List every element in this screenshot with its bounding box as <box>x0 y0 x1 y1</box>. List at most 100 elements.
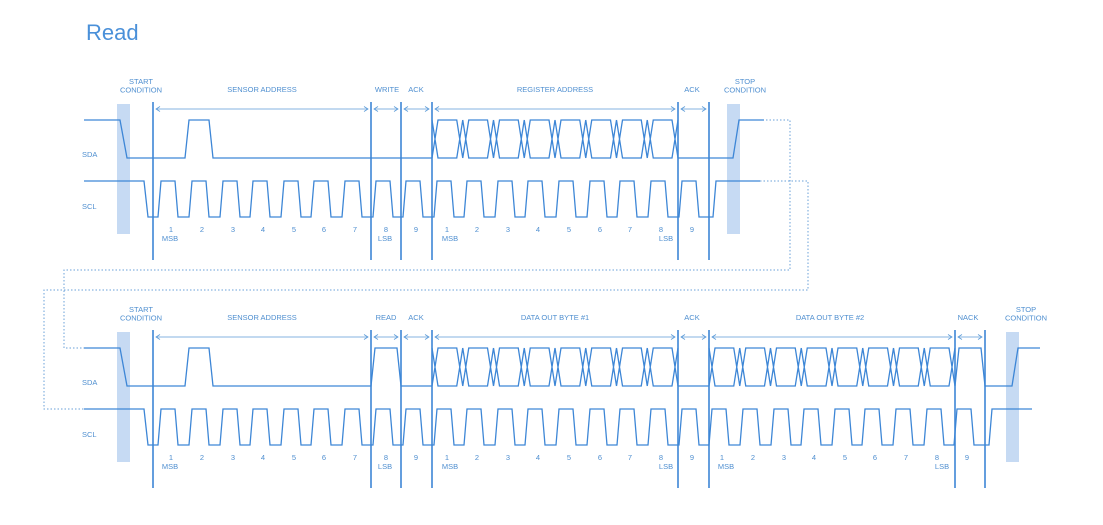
lsb-label: LSB <box>378 462 392 471</box>
arrow-head-right <box>363 334 369 340</box>
bit-number: 9 <box>690 453 694 462</box>
span-arrow <box>155 334 369 340</box>
scl-waveform <box>84 180 760 218</box>
arrow-head-right <box>424 106 430 112</box>
bit-number: 6 <box>873 453 877 462</box>
arrow-head-left <box>155 106 161 112</box>
section-label: ACK <box>408 313 423 322</box>
bit-number: 1 <box>720 453 724 462</box>
bit-number: 7 <box>904 453 908 462</box>
bit-number: 4 <box>812 453 816 462</box>
arrow-head-left <box>403 334 409 340</box>
arrow-head-right <box>363 106 369 112</box>
bit-number: 3 <box>506 453 510 462</box>
bit-number: 9 <box>690 225 694 234</box>
bit-number: 2 <box>200 225 204 234</box>
sda-waveform <box>84 119 764 159</box>
span-arrow <box>434 334 676 340</box>
bit-number: 4 <box>261 225 265 234</box>
scl-continuation-connector <box>43 180 809 410</box>
arrow-head-right <box>701 106 707 112</box>
bit-number: 2 <box>751 453 755 462</box>
section-label: DATA OUT BYTE #2 <box>796 313 864 322</box>
bit-number: 4 <box>536 453 540 462</box>
sda-continuation-connector <box>63 119 791 349</box>
bit-number: 7 <box>628 225 632 234</box>
bit-number: 9 <box>414 225 418 234</box>
section-label: READ <box>376 313 397 322</box>
msb-label: MSB <box>718 462 734 471</box>
bit-number: 3 <box>506 225 510 234</box>
bit-number: 3 <box>782 453 786 462</box>
arrow-head-right <box>670 106 676 112</box>
arrow-head-right <box>977 334 983 340</box>
arrow-head-right <box>393 106 399 112</box>
span-arrow <box>373 334 399 340</box>
arrow-head-left <box>373 106 379 112</box>
bit-number: 5 <box>567 225 571 234</box>
bit-number: 5 <box>843 453 847 462</box>
arrow-head-right <box>947 334 953 340</box>
lsb-label: LSB <box>378 234 392 243</box>
arrow-head-left <box>434 334 440 340</box>
arrow-head-right <box>701 334 707 340</box>
bit-number: 6 <box>598 225 602 234</box>
bit-number: 1 <box>445 453 449 462</box>
section-label: WRITE <box>375 85 399 94</box>
bit-number: 4 <box>261 453 265 462</box>
bit-number: 8 <box>384 225 388 234</box>
arrow-head-left <box>680 106 686 112</box>
bit-number: 8 <box>659 225 663 234</box>
bit-number: 6 <box>322 225 326 234</box>
msb-label: MSB <box>162 234 178 243</box>
sda-label: SDA <box>82 378 97 387</box>
section-label: SENSOR ADDRESS <box>227 313 297 322</box>
start-condition-band <box>117 104 130 234</box>
bit-number: 5 <box>567 453 571 462</box>
msb-label: MSB <box>162 462 178 471</box>
bit-number: 1 <box>169 453 173 462</box>
lsb-label: LSB <box>659 462 673 471</box>
section-label: ACK <box>408 85 423 94</box>
section-label: NACK <box>958 313 979 322</box>
arrow-head-right <box>670 334 676 340</box>
bit-number: 7 <box>628 453 632 462</box>
scl-label: SCL <box>82 202 97 211</box>
sda-label: SDA <box>82 150 97 159</box>
bit-number: 6 <box>322 453 326 462</box>
span-arrow <box>373 106 399 112</box>
msb-label: MSB <box>442 462 458 471</box>
bit-number: 8 <box>935 453 939 462</box>
start-condition-band <box>117 332 130 462</box>
scl-label: SCL <box>82 430 97 439</box>
bit-number: 8 <box>384 453 388 462</box>
bit-number: 5 <box>292 453 296 462</box>
bit-number: 2 <box>475 225 479 234</box>
lsb-label: LSB <box>935 462 949 471</box>
lsb-label: LSB <box>659 234 673 243</box>
span-arrow <box>403 334 430 340</box>
section-label: DATA OUT BYTE #1 <box>521 313 589 322</box>
span-arrow <box>434 106 676 112</box>
span-arrow <box>711 334 953 340</box>
bit-number: 9 <box>965 453 969 462</box>
arrow-head-right <box>393 334 399 340</box>
section-label: REGISTER ADDRESS <box>517 85 593 94</box>
bit-number: 9 <box>414 453 418 462</box>
section-label: ACK <box>684 313 699 322</box>
span-arrow <box>957 334 983 340</box>
bit-number: 3 <box>231 225 235 234</box>
section-label: ACK <box>684 85 699 94</box>
bit-number: 1 <box>169 225 173 234</box>
scl-waveform <box>84 408 1032 446</box>
section-label: SENSOR ADDRESS <box>227 85 297 94</box>
bit-number: 2 <box>200 453 204 462</box>
arrow-head-left <box>373 334 379 340</box>
span-arrow <box>403 106 430 112</box>
bit-number: 7 <box>353 453 357 462</box>
